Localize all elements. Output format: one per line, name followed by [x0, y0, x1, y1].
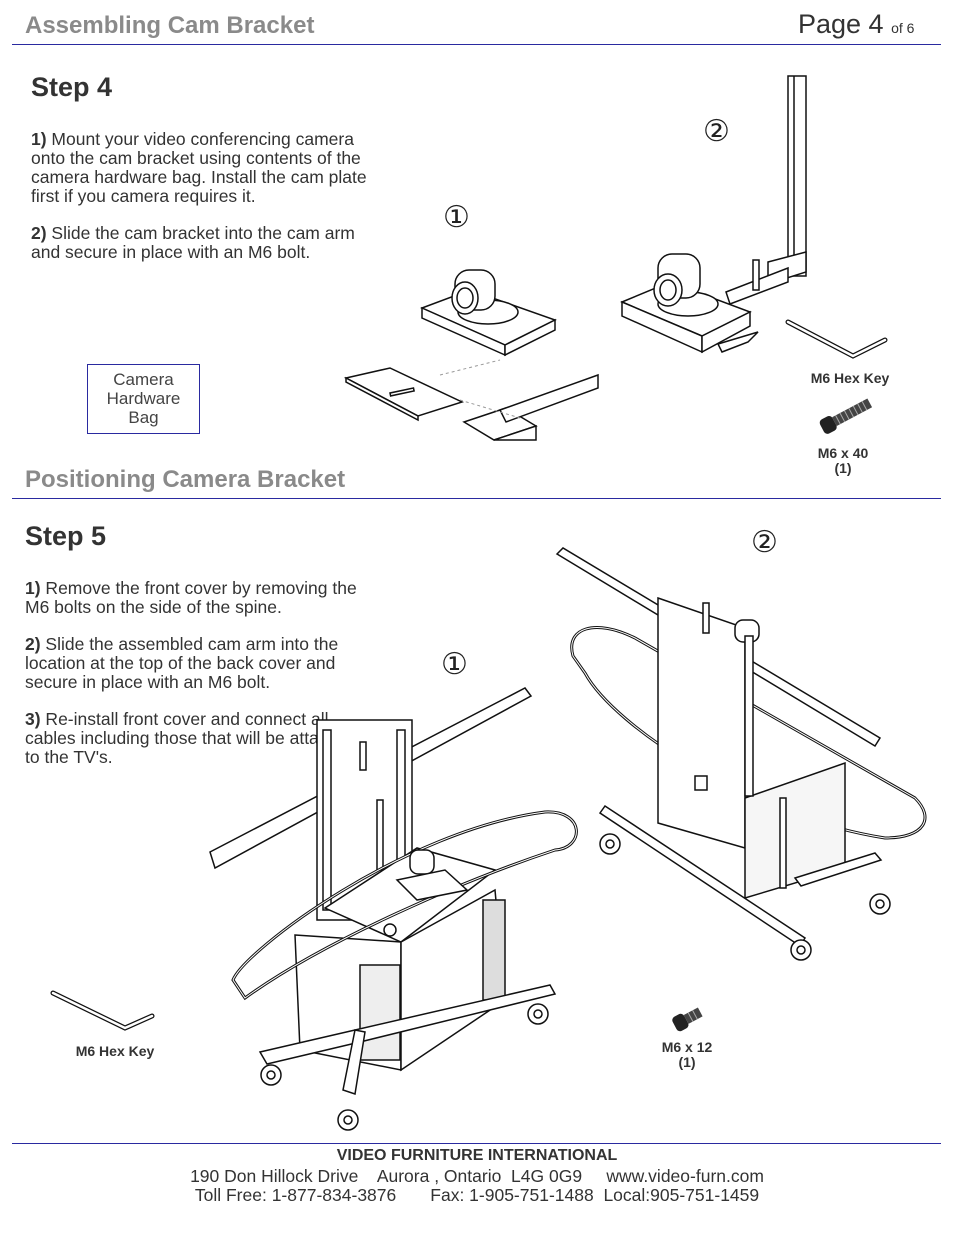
- step5-cart-back-illustration: [555, 547, 927, 961]
- step5-bolt-label: M6 x 12 (1): [661, 1039, 713, 1070]
- footer-address: 190 Don Hillock Drive Aurora , Ontario L…: [190, 1166, 764, 1186]
- step4-instructions: 1) Mount your video conferencing camera …: [31, 130, 371, 280]
- step5-callout-2: ②: [751, 525, 778, 560]
- page-label: Page 4: [798, 9, 884, 39]
- step4-assembled-arm-illustration: [620, 75, 807, 354]
- step5-instructions: 1) Remove the front cover by removing th…: [25, 579, 370, 785]
- step4-hex-key-icon: [785, 319, 888, 359]
- footer-company: VIDEO FURNITURE INTERNATIONAL: [336, 1147, 618, 1164]
- page-number: Page 4 of 6: [798, 9, 914, 40]
- step4-title: Step 4: [31, 72, 113, 102]
- step4-exploded-bracket-illustration: [343, 269, 599, 441]
- page-total: of 6: [891, 20, 915, 36]
- step5-cart-front-illustration: [209, 687, 578, 1131]
- step5-hex-key-icon: [50, 990, 155, 1031]
- step5-callout-1: ①: [441, 647, 468, 682]
- footer-rule: [12, 1143, 941, 1144]
- step4-bolt-icon: [819, 398, 873, 434]
- step4-hex-key-label: M6 Hex Key: [810, 370, 890, 386]
- step5-title: Step 5: [25, 521, 107, 551]
- step4-item-1: 1) Mount your video conferencing camera …: [31, 129, 367, 206]
- camera-hardware-bag-label: Camera Hardware Bag: [87, 364, 200, 434]
- step4-callout-2: ②: [703, 114, 730, 149]
- step4-bolt-label: M6 x 40 (1): [817, 445, 869, 476]
- section-title-assembling: Assembling Cam Bracket: [25, 12, 315, 39]
- step5-item-3: 3) Re-install front cover and connect al…: [25, 709, 361, 767]
- header-rule: [12, 44, 941, 45]
- step5-bolt-icon: [672, 1007, 703, 1032]
- step4-callout-1: ①: [443, 200, 470, 235]
- section-title-positioning: Positioning Camera Bracket: [25, 466, 346, 493]
- step4-item-2: 2) Slide the cam bracket into the cam ar…: [31, 223, 355, 262]
- section2-rule: [12, 498, 941, 499]
- footer-phones: Toll Free: 1-877-834-3876 Fax: 1-905-751…: [194, 1185, 760, 1205]
- step5-item-2: 2) Slide the assembled cam arm into the …: [25, 634, 339, 692]
- step5-item-1: 1) Remove the front cover by removing th…: [25, 578, 357, 617]
- step5-hex-key-label: M6 Hex Key: [75, 1043, 155, 1059]
